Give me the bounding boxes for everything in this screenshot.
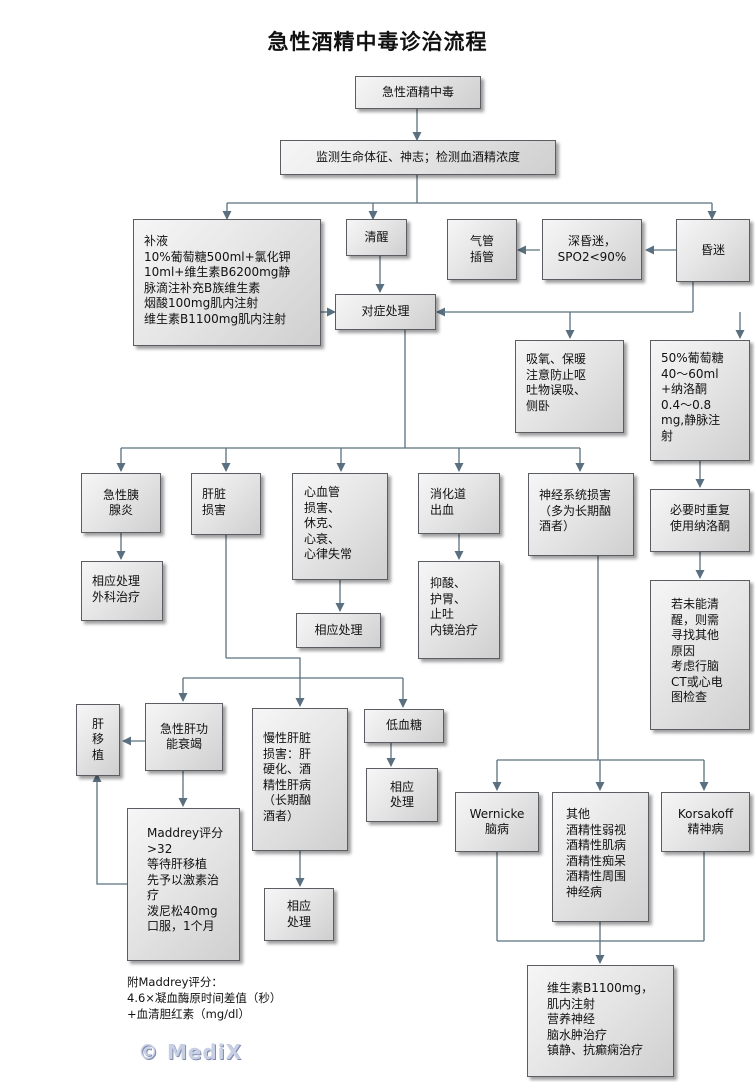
node-oxygen-warmth: 吸氧、保暖 注意防止呕 吐物误吸、 侧卧 — [515, 340, 624, 433]
node-wernicke-encephalopathy: Wernicke 脑病 — [455, 792, 539, 852]
node-gi-treatment: 抑酸、 护胃、 止吐 内镜治疗 — [418, 561, 500, 659]
node-fluid-replacement: 补液 10%葡萄糖500ml+氯化钾 10ml+维生素B6200mg静 脉滴注补… — [133, 219, 321, 346]
node-cardio-treatment: 相应处理 — [296, 613, 381, 648]
node-liver-damage: 肝脏 损害 — [191, 473, 261, 535]
node-neuro-damage: 神经系统损害 （多为长期酗 酒者） — [528, 473, 634, 556]
node-acute-pancreatitis: 急性胰 腺炎 — [81, 473, 161, 533]
node-awake: 清醒 — [346, 219, 407, 256]
node-pancreatitis-treatment: 相应处理 外科治疗 — [81, 561, 163, 621]
node-cardiovascular-damage: 心血管 损害、 休克、 心衰、 心律失常 — [292, 473, 388, 580]
node-other-neuro-disorders: 其他 酒精性弱视 酒精性肌病 酒精性痴呆 酒精性周围 神经病 — [552, 792, 649, 922]
node-deep-coma: 深昏迷， SPO2<90% — [542, 219, 642, 280]
node-monitor-vital-signs: 监测生命体征、神志；检测血酒精浓度 — [280, 140, 556, 175]
node-glucose-naloxone: 50%葡萄糖 40～60ml +纳洛酮 0.4～0.8 mg,静脉注 射 — [650, 340, 750, 461]
maddrey-score-note: 附Maddrey评分： 4.6×凝血酶原时间差值（秒） +血清胆红素（mg/dl… — [127, 975, 282, 1021]
node-maddrey-score: Maddrey评分 >32 等待肝移植 先予以激素治 疗 泼尼松40mg 口服，… — [127, 808, 240, 961]
node-liver-transplant: 肝 移 植 — [76, 704, 120, 776]
node-hypoglycemia-treatment: 相应 处理 — [366, 768, 438, 822]
node-chronic-treatment: 相应 处理 — [264, 888, 334, 941]
node-coma: 昏迷 — [676, 219, 750, 282]
node-acute-liver-failure: 急性肝功 能衰竭 — [145, 703, 223, 771]
node-vitamin-b1-treatment: 维生素B1100mg， 肌内注射 营养神经 脑水肿治疗 镇静、抗癫痫治疗 — [527, 965, 674, 1077]
node-hypoglycemia: 低血糖 — [364, 709, 444, 743]
node-not-awake-check: 若未能清 醒，则需 寻找其他 原因 考虑行脑 CT或心电 图检查 — [650, 580, 750, 730]
node-intubation: 气管 插管 — [447, 219, 517, 280]
medix-logo: © MediX — [138, 1040, 243, 1064]
node-naloxone-repeat: 必要时重复 使用纳洛酮 — [650, 489, 750, 552]
node-chronic-liver-damage: 慢性肝脏 损害：肝 硬化、酒 精性肝病 （长期酗 酒者） — [252, 708, 348, 851]
node-korsakoff-psychosis: Korsakoff 精神病 — [661, 792, 750, 852]
node-gi-bleeding: 消化道 出血 — [418, 473, 500, 534]
page-title: 急性酒精中毒诊治流程 — [267, 30, 488, 54]
node-acute-alcohol-poisoning: 急性酒精中毒 — [355, 76, 481, 109]
node-symptomatic-treatment: 对症处理 — [335, 294, 436, 330]
